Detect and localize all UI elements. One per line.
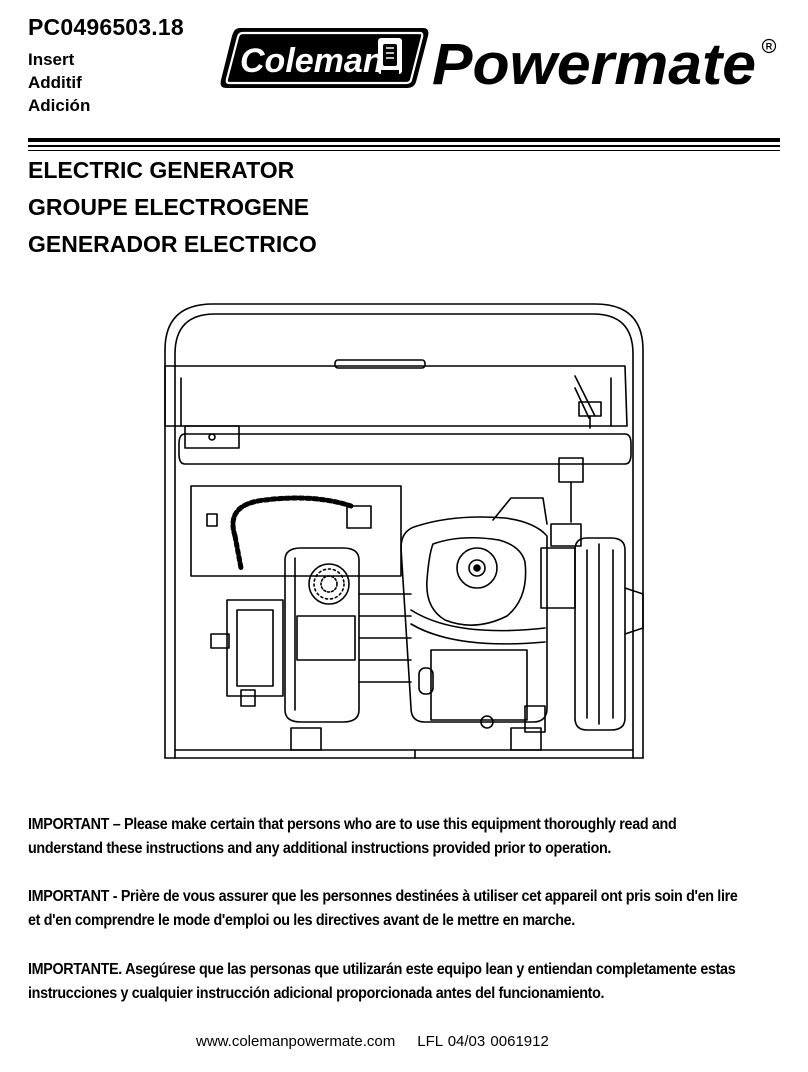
generator-illustration (155, 298, 653, 778)
notice-text: understand these instructions and any ad… (28, 840, 612, 857)
coleman-badge: Coleman (220, 28, 429, 88)
website-link[interactable]: www.colemanpowermate.com (196, 1033, 396, 1050)
title-es: GENERADOR ELECTRICO (28, 231, 317, 257)
fuel-tank (164, 359, 632, 465)
notice-line: IMPORTANTE. Asegúrese que las personas q… (28, 958, 779, 982)
notice-lead: IMPORTANT – (28, 816, 125, 833)
rule-thin (28, 150, 780, 151)
title-en: ELECTRIC GENERATOR (28, 157, 295, 183)
product-titles: ELECTRIC GENERATOR GROUPE ELECTROGENE GE… (28, 152, 317, 263)
notice-text: Prière de vous assurer que les personnes… (120, 888, 738, 905)
lantern-icon (378, 38, 402, 74)
powermate-wordmark: Powermate (432, 32, 756, 97)
rule-medium (28, 145, 780, 147)
footer: www.colemanpowermate.com LFL 04/03 006191… (196, 1033, 549, 1050)
notice-lead: IMPORTANTE. (28, 961, 126, 978)
registered-mark: R (766, 42, 773, 52)
notice-lead: IMPORTANT - (28, 888, 121, 905)
rule-thick (28, 138, 780, 142)
notice-text: et d'en comprendre le mode d'emploi ou l… (28, 912, 575, 929)
coleman-wordmark: Coleman (240, 42, 384, 80)
coleman-powermate-logo: Coleman Powermate R (218, 22, 780, 102)
engine (400, 516, 548, 751)
header-rules (28, 138, 780, 151)
registered-mark-icon (761, 38, 777, 54)
wiring-harness (190, 485, 402, 577)
document-code: LFL 04/03 0061912 (417, 1033, 549, 1050)
recoil-starter (574, 537, 644, 731)
part-number: PC0496503.18 (28, 14, 184, 40)
generator-frame (164, 303, 644, 759)
title-fr: GROUPE ELECTROGENE (28, 194, 310, 220)
insert-label-fr: Additif (28, 73, 82, 92)
notice-line: IMPORTANT – Please make certain that per… (28, 813, 779, 837)
alternator (210, 547, 412, 751)
notice-text: Asegúrese que las personas que utilizará… (125, 961, 736, 978)
notice-spanish: IMPORTANTE. Asegúrese que las personas q… (28, 958, 779, 1006)
insert-labels: Insert Additif Adición (28, 48, 90, 117)
notice-text: Please make certain that persons who are… (124, 816, 677, 833)
carburetor (492, 457, 584, 609)
notice-french: IMPORTANT - Prière de vous assurer que l… (28, 885, 779, 933)
insert-label-es: Adición (28, 96, 91, 115)
notice-text: instrucciones y cualquier instrucción ad… (28, 985, 605, 1002)
notice-line: IMPORTANT - Prière de vous assurer que l… (28, 885, 779, 909)
insert-label-en: Insert (28, 50, 75, 69)
notice-english: IMPORTANT – Please make certain that per… (28, 813, 779, 861)
